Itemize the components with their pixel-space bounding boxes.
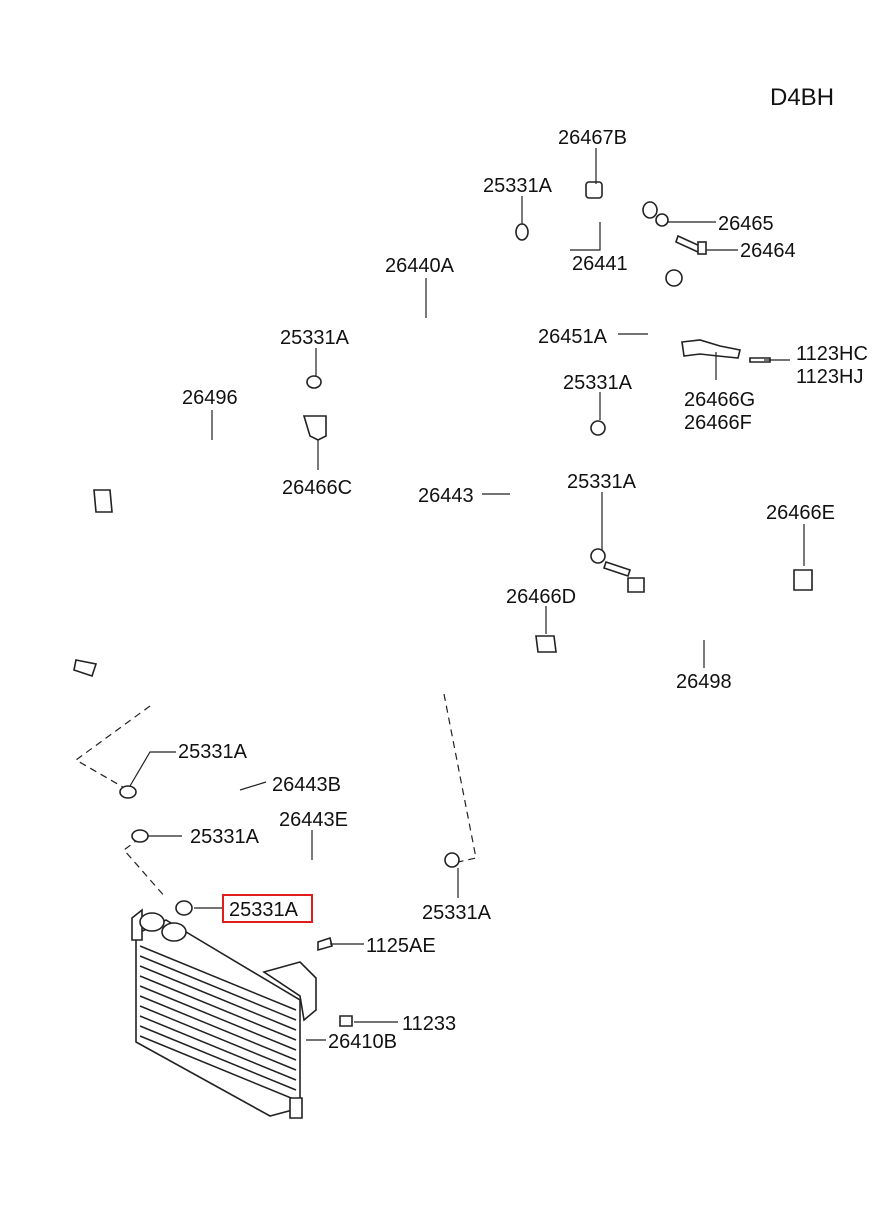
part-label-26451A[interactable]: 26451A [538, 326, 608, 348]
part-label-26496[interactable]: 26496 [182, 387, 238, 409]
part-label-25331A-selected[interactable]: 25331A [229, 899, 299, 921]
part-label-25331A-mid[interactable]: 25331A [280, 327, 350, 349]
tube-nut-icon [73, 659, 98, 678]
part-label-26466D[interactable]: 26466D [506, 586, 576, 608]
leader-lines [129, 148, 805, 1041]
mount-bracket-icon [262, 961, 317, 1022]
part-label-26498[interactable]: 26498 [676, 671, 732, 693]
pipe-26498 [458, 556, 830, 698]
part-label-25331A-r2[interactable]: 25331A [567, 471, 637, 493]
washer-icon [655, 213, 669, 227]
part-label-25331A-r1[interactable]: 25331A [563, 372, 633, 394]
dashed-connections [74, 693, 477, 899]
part-label-26441[interactable]: 26441 [572, 253, 628, 275]
part-label-26443[interactable]: 26443 [418, 485, 474, 507]
part-label-1123HC[interactable]: 1123HC [796, 343, 868, 365]
pipe-26496 [29, 407, 325, 695]
part-label-26467B[interactable]: 26467B [558, 127, 627, 149]
clamp-icon [444, 852, 460, 868]
selected-part-highlight [222, 894, 313, 923]
bolt-icon [675, 234, 701, 254]
bracket-icon [302, 415, 327, 441]
inlet-port-icon [139, 912, 165, 932]
tube-nut-icon [602, 560, 632, 578]
hose-26443 [509, 429, 595, 555]
clamp-icon [590, 548, 606, 564]
part-label-26466F[interactable]: 26466F [684, 412, 752, 434]
clamp-icon [119, 785, 137, 799]
bracket-icon [93, 489, 113, 513]
bracket-icon [681, 339, 741, 359]
bolt-icon [317, 936, 333, 952]
outlet-port-icon [161, 922, 187, 942]
hose-26443B [139, 774, 243, 837]
part-label-26410B[interactable]: 26410B [328, 1031, 397, 1053]
bolt-head-icon [697, 241, 707, 255]
part-label-26440A[interactable]: 26440A [385, 255, 455, 277]
bolt-icon [339, 1015, 353, 1027]
bracket-icon [793, 569, 813, 591]
part-label-26443B[interactable]: 26443B [272, 774, 341, 796]
clamp-icon [590, 420, 606, 436]
union-fitting-icon [585, 181, 603, 199]
bracket-icon [627, 577, 645, 593]
clamp-icon [515, 223, 529, 241]
part-label-25331A-top[interactable]: 25331A [483, 175, 553, 197]
part-label-26464[interactable]: 26464 [740, 240, 796, 262]
clamp-icon [175, 900, 193, 916]
screw-icon [749, 357, 771, 363]
part-label-25331A-l1[interactable]: 25331A [178, 741, 248, 763]
clip-icon [535, 635, 557, 653]
part-label-26466G[interactable]: 26466G [684, 389, 755, 411]
oil-cooler-26410B [131, 908, 317, 1119]
part-label-26466C[interactable]: 26466C [282, 477, 352, 499]
part-label-1123HJ[interactable]: 1123HJ [796, 366, 863, 388]
fittings [73, 181, 813, 1027]
clamp-icon [306, 375, 322, 389]
part-label-26465[interactable]: 26465 [718, 213, 774, 235]
hose-26443E [189, 849, 449, 899]
banjo-fitting-icon [642, 201, 658, 219]
part-label-11233[interactable]: 11233 [402, 1013, 456, 1035]
part-label-25331A-r3[interactable]: 25331A [422, 902, 492, 924]
part-label-26443E[interactable]: 26443E [279, 809, 348, 831]
diagram-code: D4BH [770, 84, 834, 111]
part-label-26466E[interactable]: 26466E [766, 502, 835, 524]
pipe-26451A [610, 274, 676, 424]
banjo-fitting-icon [665, 269, 683, 287]
hose-26440A [312, 226, 528, 418]
pipe-26441 [520, 186, 652, 234]
clamp-icon [131, 829, 149, 843]
clamps [119, 213, 669, 916]
part-label-1125AE[interactable]: 1125AE [366, 935, 436, 957]
part-label-25331A-l2[interactable]: 25331A [190, 826, 260, 848]
